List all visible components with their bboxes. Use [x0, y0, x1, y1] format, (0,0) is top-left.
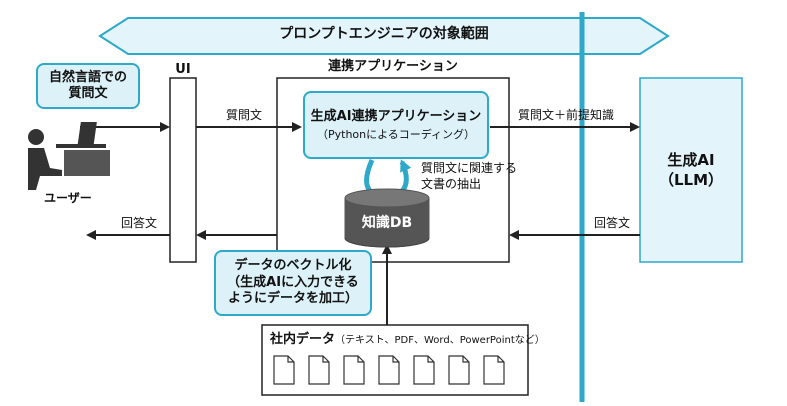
user-at-computer-icon — [28, 122, 110, 190]
document-icon — [413, 355, 435, 385]
scope-banner-title: プロンプトエンジニアの対象範囲 — [279, 26, 489, 42]
genai-app-subtitle: （Pythonによるコーディング） — [316, 127, 476, 141]
vectorize-callout: データのベクトル化 （生成AIに入力できる ようにデータを加工） — [214, 250, 372, 316]
llm-label: 生成AI （LLM） — [659, 150, 723, 191]
genai-app-callout: 生成AI連携アプリケーション （Pythonによるコーディング） — [303, 91, 489, 159]
company-data-detail: （テキスト、PDF、Word、PowerPointなど） — [335, 335, 545, 346]
flow-label-ui-to-app: 質問文 — [226, 108, 263, 122]
genai-app-title: 生成AI連携アプリケーション — [310, 109, 482, 124]
vectorize-line: ようにデータを加工） — [227, 291, 358, 307]
loop-note-line: 質問文に関連する — [421, 161, 518, 175]
flow-label-ui-to-user: 回答文 — [121, 216, 158, 230]
flow-label-llm-to-app: 回答文 — [594, 216, 631, 230]
flow-label-app-to-llm: 質問文＋前提知識 — [518, 108, 615, 122]
llm-label-line: （LLM） — [658, 171, 724, 190]
user-label: ユーザー — [44, 191, 92, 205]
callout-line: 質問文 — [68, 86, 108, 101]
document-icon — [378, 355, 400, 385]
callout-line: 自然言語での — [48, 69, 127, 85]
ui-column — [169, 77, 197, 263]
document-icons — [273, 355, 505, 385]
ui-label: UI — [175, 62, 191, 77]
scope-banner-arrow — [98, 17, 670, 55]
knowledge-db-icon — [344, 188, 430, 248]
llm-box — [639, 77, 743, 263]
document-icon — [483, 355, 505, 385]
document-icon — [273, 355, 295, 385]
vectorize-line: （生成AIに入力できる — [227, 274, 359, 290]
llm-label-line: 生成AI — [667, 151, 715, 169]
company-data-label: 社内データ（テキスト、PDF、Word、PowerPointなど） — [270, 332, 545, 348]
loop-note: 質問文に関連する 文書の抽出 — [421, 160, 517, 192]
vectorize-line: データのベクトル化 — [234, 257, 352, 273]
app-container-label: 連携アプリケーション — [328, 59, 458, 74]
knowledge-db-label: 知識DB — [361, 215, 413, 231]
document-icon — [343, 355, 365, 385]
document-icon — [448, 355, 470, 385]
document-icon — [308, 355, 330, 385]
loop-note-line: 文書の抽出 — [421, 177, 482, 192]
user-question-callout: 自然言語での 質問文 — [36, 63, 140, 109]
company-data-title: 社内データ — [270, 332, 336, 347]
